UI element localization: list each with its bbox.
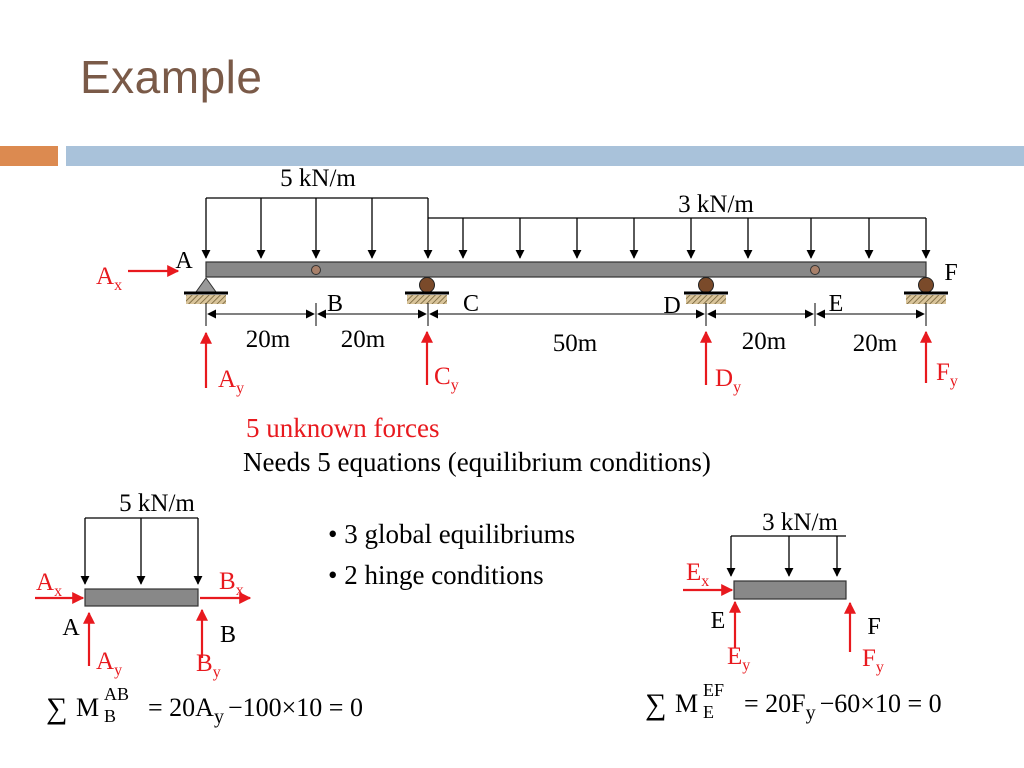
pin-support-a [184, 277, 228, 304]
main-load-right-label: 3 kN/m [678, 191, 754, 218]
svg-text:B: B [104, 706, 116, 726]
ab-bx-label: Bx [219, 568, 244, 599]
ab-left-label: A [62, 615, 80, 641]
ef-beam [733, 580, 847, 600]
svg-text:E: E [703, 702, 714, 722]
slide-title: Example [80, 51, 263, 103]
bullet-global-equilibriums: • 3 global equilibriums [328, 519, 575, 549]
bullet-hinge-conditions: • 2 hinge conditions [328, 560, 544, 590]
ef-fy-label: Fy [862, 645, 884, 676]
reaction-fy-label: Fy [936, 359, 958, 390]
roller-support-f [904, 277, 948, 304]
span-bc: 20m [341, 326, 386, 353]
label-e: E [829, 291, 844, 317]
label-f: F [944, 260, 957, 286]
header-band-orange [0, 146, 58, 166]
ab-ax-label: Ax [36, 569, 62, 600]
svg-text:M: M [76, 693, 99, 722]
ab-moment-equation: ∑ M AB B = 20Ay−100×10 = 0 [46, 684, 363, 728]
svg-text:∑: ∑ [645, 688, 666, 721]
svg-text:AB: AB [104, 684, 129, 704]
svg-text:∑: ∑ [46, 692, 67, 725]
main-load-3knm [428, 217, 931, 259]
hinge-e [810, 265, 820, 275]
header-band-blue [66, 146, 1024, 166]
ab-ay-label: Ay [96, 648, 122, 679]
ef-right-label: F [867, 614, 880, 640]
label-b: B [327, 291, 343, 317]
ef-left-label: E [711, 608, 726, 634]
reaction-ay-label: Ay [218, 366, 244, 397]
unknowns-note: 5 unknown forces [246, 413, 439, 443]
ef-distributed-load [726, 535, 846, 577]
label-c: C [463, 291, 479, 317]
span-ef: 20m [853, 330, 898, 357]
equations-note: Needs 5 equations (equilibrium condition… [243, 447, 711, 477]
main-beam [205, 261, 927, 278]
reaction-dy-label: Dy [715, 365, 741, 396]
label-a: A [175, 248, 193, 274]
svg-text:= 20Ay−100×10 = 0: = 20Ay−100×10 = 0 [148, 693, 363, 728]
roller-support-c [405, 277, 449, 304]
reaction-ax-label: Ax [96, 263, 122, 294]
ab-distributed-load [80, 517, 203, 585]
ab-beam [84, 588, 199, 607]
span-ab: 20m [246, 326, 291, 353]
ab-by-label: By [196, 650, 221, 681]
span-de: 20m [742, 328, 787, 355]
label-d: D [663, 293, 680, 319]
roller-support-d [684, 277, 728, 304]
span-cd: 50m [553, 330, 598, 357]
ef-ex-label: Ex [686, 559, 709, 590]
ab-right-label: B [220, 622, 236, 648]
ef-ey-label: Ey [727, 643, 750, 674]
dimension-lines [205, 303, 927, 326]
main-load-left-label: 5 kN/m [280, 165, 356, 192]
hinge-b [311, 265, 321, 275]
ab-load-label: 5 kN/m [119, 490, 195, 517]
reaction-cy-label: Cy [434, 363, 459, 394]
ef-moment-equation: ∑ M EF E = 20Fy−60×10 = 0 [645, 680, 942, 724]
main-load-5knm [201, 197, 433, 259]
ef-load-label: 3 kN/m [762, 509, 838, 536]
svg-text:= 20Fy−60×10 = 0: = 20Fy−60×10 = 0 [744, 689, 942, 724]
svg-text:EF: EF [703, 680, 724, 700]
svg-text:M: M [675, 689, 698, 718]
